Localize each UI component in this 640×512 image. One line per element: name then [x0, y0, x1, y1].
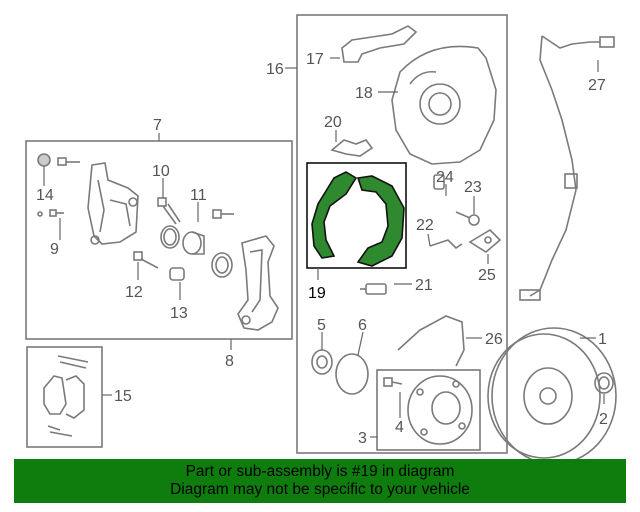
backing-plate — [391, 45, 497, 165]
callout-26: 26 — [485, 331, 503, 348]
caliper-bolt — [133, 251, 159, 269]
callout-27: 27 — [588, 77, 606, 94]
callout-11: 11 — [190, 187, 207, 204]
callout-9: 9 — [50, 241, 59, 258]
callout-25: 25 — [478, 267, 496, 284]
hub-bolt — [383, 377, 403, 387]
brake-shoe-set — [311, 171, 405, 267]
caliper-body — [87, 162, 139, 245]
hub-group-frame — [376, 369, 481, 451]
pad-kit — [43, 355, 89, 437]
callout-7: 7 — [153, 117, 162, 134]
callout-18: 18 — [355, 85, 373, 102]
callout-4: 4 — [395, 419, 404, 436]
hub-cap — [594, 372, 614, 394]
callout-15: 15 — [114, 388, 132, 405]
wheel-hub — [407, 375, 473, 445]
bushing — [169, 267, 185, 281]
callout-8: 8 — [225, 353, 234, 370]
callout-labels: 7 14 9 10 11 12 13 8 15 16 17 18 20 24 2… — [36, 51, 608, 447]
dust-boot — [211, 252, 233, 278]
callout-23: 23 — [464, 179, 482, 196]
switch-21 — [360, 283, 387, 295]
bleeder-screw — [57, 157, 80, 166]
caliper-bracket — [237, 235, 279, 331]
snap-ring — [335, 353, 369, 395]
callout-22: 22 — [416, 217, 434, 234]
piston-seal — [160, 225, 180, 249]
callout-6: 6 — [358, 317, 367, 334]
callout-24: 24 — [436, 169, 454, 186]
bleeder-small — [37, 209, 64, 217]
pad-kit-frame — [26, 346, 103, 448]
parking-cable — [397, 315, 465, 367]
bleeder-cap — [37, 153, 51, 167]
callout-5: 5 — [317, 317, 326, 334]
callout-16: 16 — [266, 61, 284, 78]
info-banner: Part or sub-assembly is #19 in diagram D… — [14, 459, 626, 503]
retainer-25 — [468, 228, 502, 253]
callout-2: 2 — [599, 411, 608, 428]
callout-21: 21 — [415, 277, 433, 294]
callout-10: 10 — [152, 163, 170, 180]
pin — [455, 211, 480, 226]
banner-line-1: Part or sub-assembly is #19 in diagram — [185, 463, 455, 480]
callout-13: 13 — [170, 305, 188, 322]
exploded-parts-diagram: 7 14 9 10 11 12 13 8 15 16 17 18 20 24 2… — [25, 14, 617, 460]
small-bolt — [212, 209, 234, 219]
callout-1: 1 — [598, 331, 607, 348]
spring-hardware — [330, 139, 374, 157]
guide-bolt — [157, 197, 181, 225]
wheel-bearing — [311, 349, 333, 375]
callout-19: 19 — [308, 285, 326, 302]
parking-lever — [341, 25, 418, 63]
brake-rotor — [487, 327, 617, 460]
spring-22 — [429, 239, 463, 250]
callout-12: 12 — [125, 284, 143, 301]
brake-shoe-frame — [306, 162, 407, 269]
backing-plate-group-frame — [296, 14, 508, 454]
wheel-speed-sensor — [519, 35, 615, 301]
callout-17: 17 — [306, 51, 324, 68]
piston — [182, 231, 205, 255]
banner-line-2: Diagram may not be specific to your vehi… — [170, 481, 470, 498]
callout-14: 14 — [36, 187, 54, 204]
adjuster — [433, 174, 445, 190]
callout-20: 20 — [324, 114, 342, 131]
callout-3: 3 — [358, 430, 367, 447]
